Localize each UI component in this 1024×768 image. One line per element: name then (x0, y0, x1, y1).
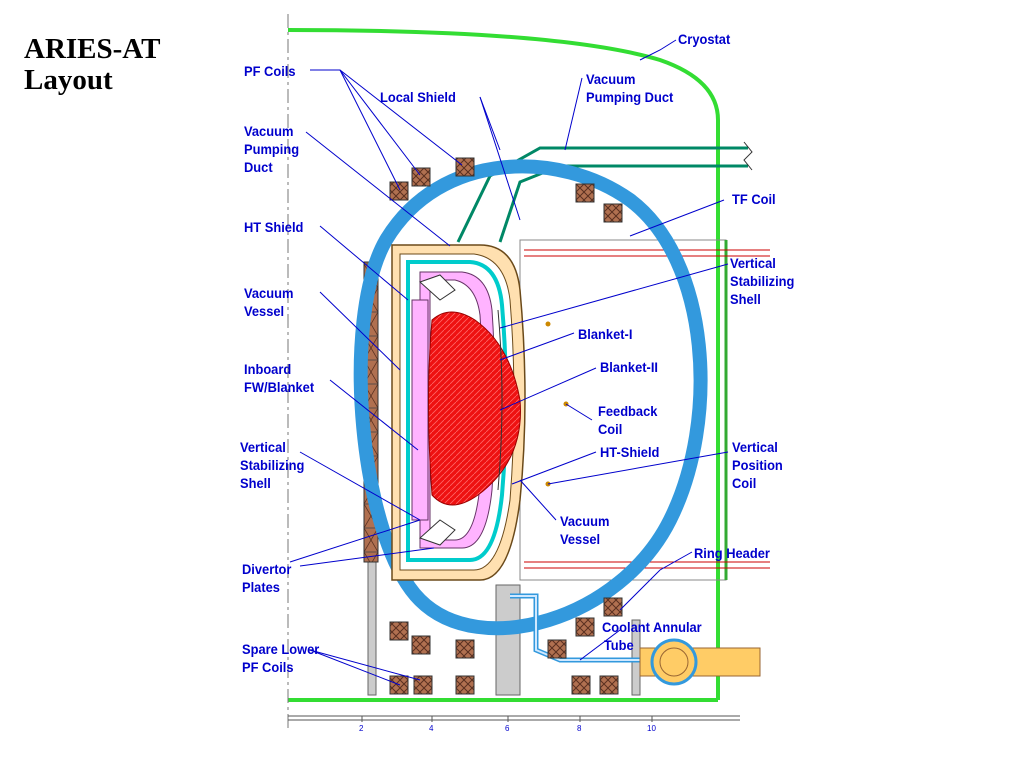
label-line: Divertor (242, 561, 292, 577)
leader-lines (289, 39, 729, 686)
plasma (428, 311, 521, 506)
label-ht-shield: HT Shield (244, 219, 304, 235)
label-cryostat: Cryostat (678, 31, 731, 47)
label-line: Vessel (244, 303, 285, 319)
inboard-fw-blanket (411, 299, 429, 521)
label-line: Coil (732, 475, 757, 491)
title-line-2: Layout (24, 64, 113, 96)
divertor-plates (419, 274, 456, 546)
pf-coils (389, 157, 623, 659)
label-line: Feedback (598, 403, 658, 419)
scale-tick-label: 8 (577, 724, 582, 733)
scale-bar (288, 715, 740, 721)
label-line: Duct (244, 159, 273, 175)
label-ring-header: Ring Header (694, 545, 770, 561)
label-vacuum-vessel-inner: Vacuum Vessel (560, 512, 614, 548)
label-vacuum-pumping-duct-left: Vacuum Pumping Duct (244, 122, 304, 176)
label-line: Stabilizing (240, 457, 305, 473)
label-blanket-2: Blanket-II (600, 359, 658, 375)
label-line: Inboard (244, 361, 292, 377)
label-feedback-coil: Feedback Coil (598, 402, 663, 438)
slide-title: ARIES-AT Layout (24, 34, 160, 96)
label-line: FW/Blanket (244, 379, 315, 395)
label-pf-coils: PF Coils (244, 63, 296, 79)
label-line: Pumping Duct (586, 89, 674, 105)
scale-ticks (361, 716, 653, 722)
label-vertical-stabilizing-shell-right: Vertical Stabilizing Shell (730, 254, 800, 308)
title-line-1: ARIES-AT (24, 33, 161, 65)
label-line: Coil (598, 421, 623, 437)
label-vertical-position-coil: Vertical Position Coil (732, 438, 787, 492)
cryostat (287, 14, 720, 730)
label-ht-shield-inner: HT-Shield (600, 444, 660, 460)
scale-tick-label: 2 (359, 724, 364, 733)
label-tf-coil: TF Coil (732, 191, 776, 207)
label-line: Coolant Annular (602, 619, 702, 635)
coolant-annular-tube (510, 593, 761, 686)
label-line: Plates (242, 579, 280, 595)
scale-tick-label: 10 (647, 724, 656, 733)
tf-coil (353, 159, 708, 636)
label-line: Vacuum (586, 71, 636, 87)
label-line: Spare Lower (242, 641, 320, 657)
scale-tick-label: 6 (505, 724, 510, 733)
label-line: Vertical (240, 439, 286, 455)
label-line: PF Coils (242, 659, 294, 675)
label-line: Vertical (732, 439, 778, 455)
label-vacuum-vessel-left: Vacuum Vessel (244, 284, 298, 320)
label-line: Vacuum (560, 513, 610, 529)
label-line: Vessel (560, 531, 601, 547)
label-line: Tube (603, 637, 634, 653)
label-line: Position (732, 457, 783, 473)
label-spare-lower-pf-coils: Spare Lower PF Coils (242, 640, 326, 676)
label-divertor-plates: Divertor Plates (242, 560, 296, 596)
label-line: Shell (730, 291, 761, 307)
label-vertical-stabilizing-shell-left: Vertical Stabilizing Shell (240, 438, 310, 492)
label-line: Vacuum (244, 285, 294, 301)
label-line: Pumping (244, 141, 300, 157)
label-line: Shell (240, 475, 271, 491)
label-line: Vacuum (244, 123, 294, 139)
label-line: Stabilizing (730, 273, 795, 289)
label-line: Vertical (730, 255, 776, 271)
label-vacuum-pumping-duct-top: Vacuum Pumping Duct (586, 70, 681, 106)
label-inboard-fw-blanket: Inboard FW/Blanket (244, 360, 320, 396)
scale-tick-label: 4 (429, 724, 434, 733)
label-coolant-annular-tube: Coolant Annular Tube (602, 618, 710, 654)
label-local-shield: Local Shield (380, 89, 456, 105)
label-blanket-1: Blanket-I (578, 326, 633, 342)
